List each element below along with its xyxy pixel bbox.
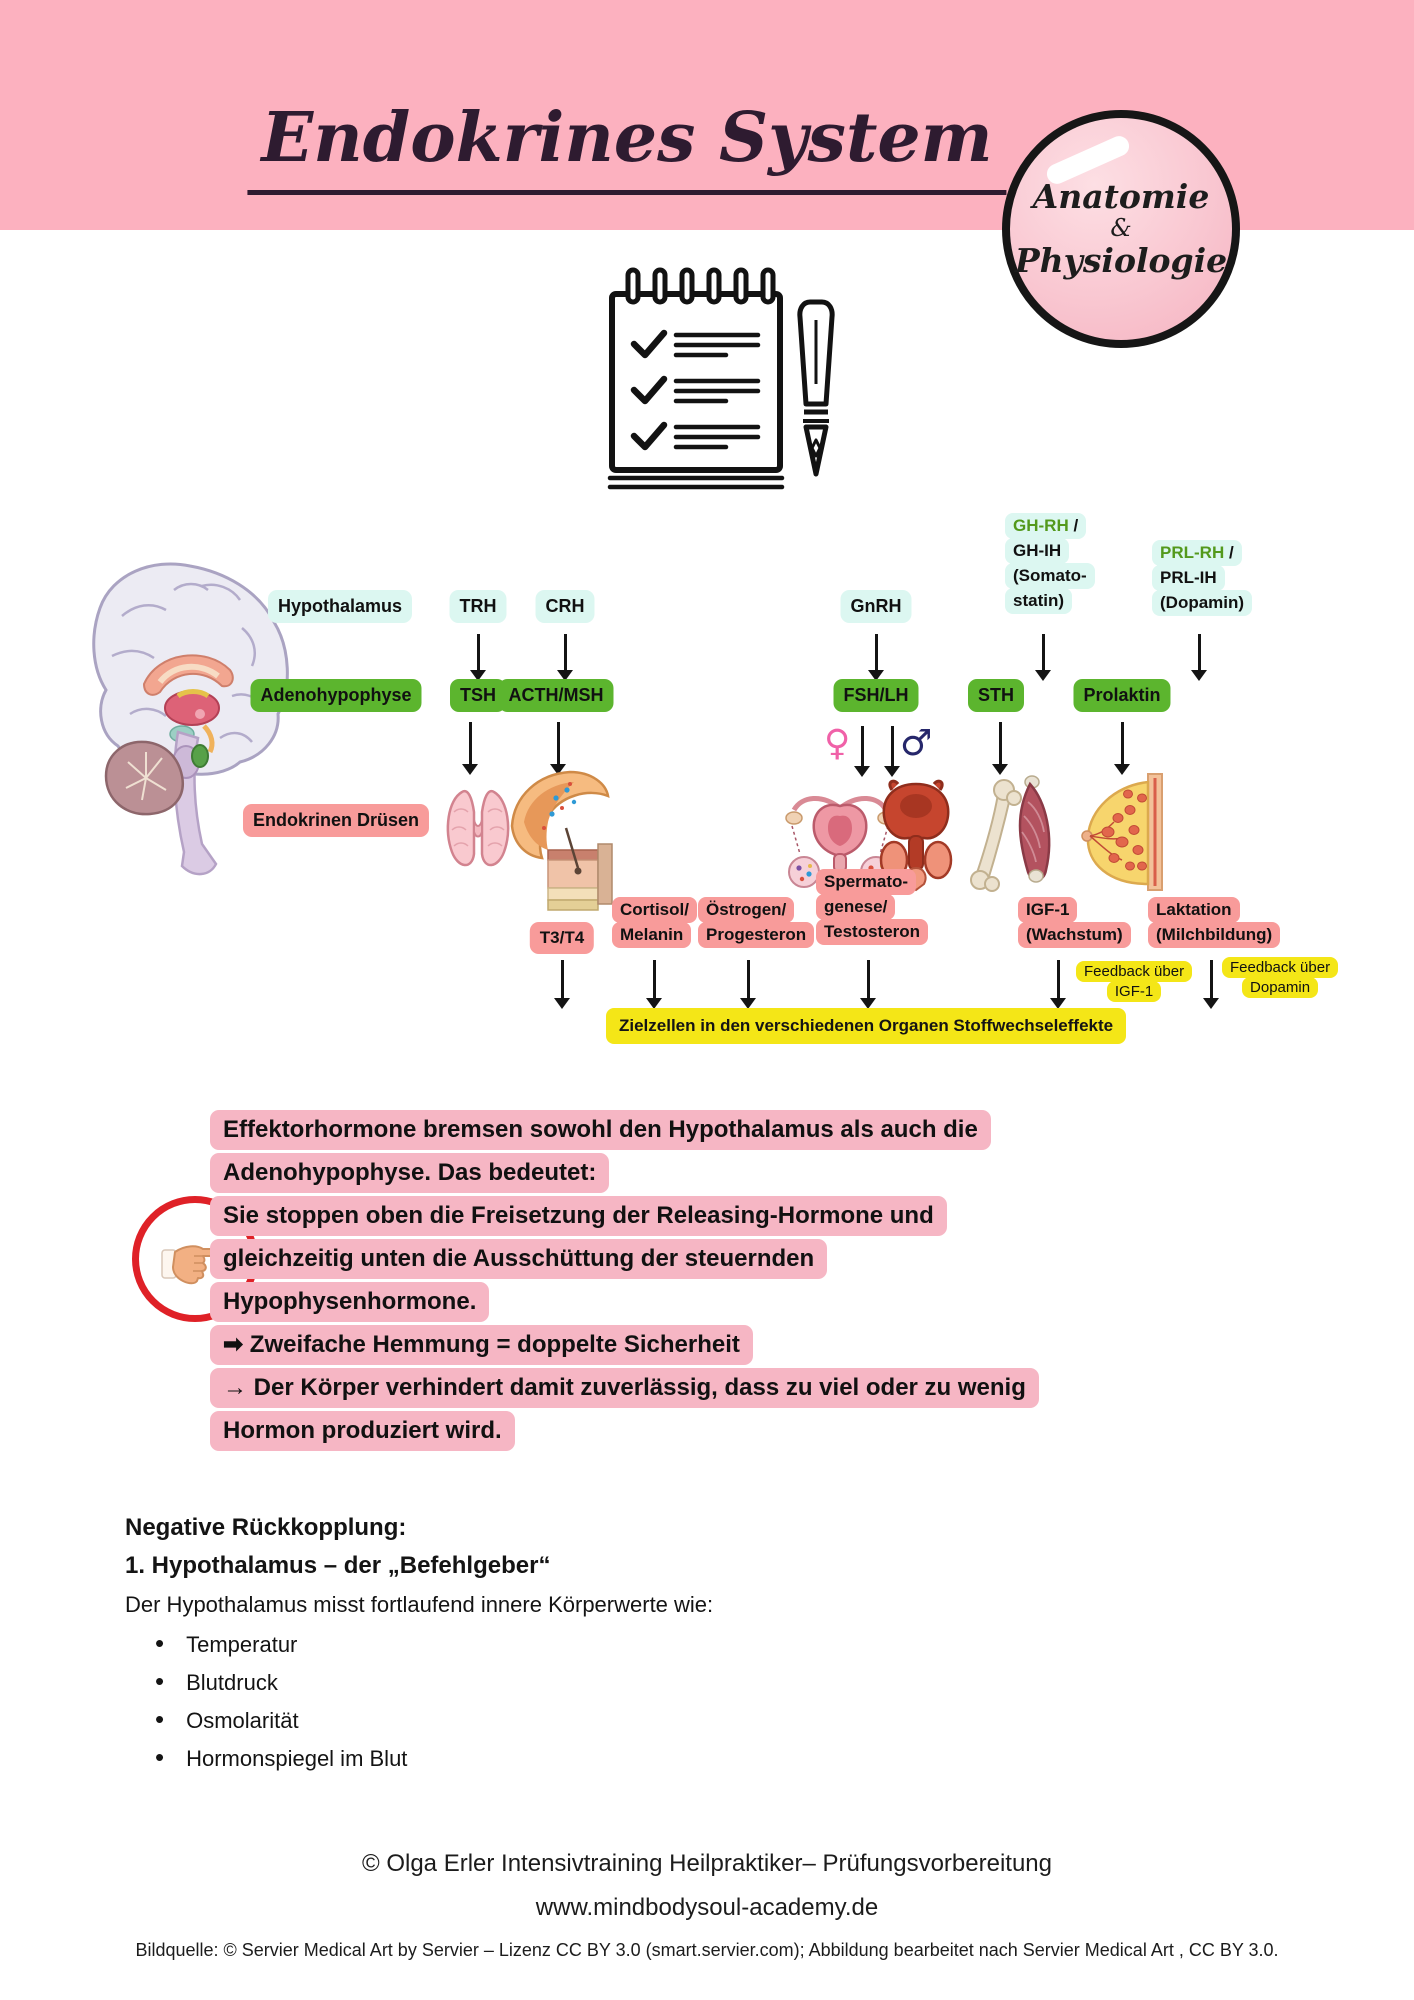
prlrh-slash: / [1228,543,1234,562]
footer-copyright: © Olga Erler Intensivtraining Heilprakti… [361,1850,1052,1877]
label-igf1-wachstum: IGF-1 (Wachstum) [1018,897,1131,948]
note-line: Hormon produziert wird. [210,1411,515,1451]
row-label-adenohypophyse: Adenohypophyse [250,679,422,712]
bone-and-muscle [970,775,1051,892]
badge-line-2: & [1110,214,1132,243]
ghrh-text: GH-RH [1013,516,1069,535]
somatostatin-line1: (Somato- [1005,563,1095,589]
anatomy-physiology-badge: Anatomie & Physiologie [1002,110,1240,348]
label-cortisol-melanin: Cortisol/ Melanin [612,897,697,948]
arrow-down [866,960,870,998]
feedback-note-dopamin: Feedback über Dopamin [1222,957,1339,998]
note-line: Effektorhormone bremsen sowohl den Hypot… [210,1110,991,1150]
label-ghrh-ghih: GH-RH / GH-IH (Somato- statin) [1005,513,1095,614]
label-oestrogen-progesteron: Östrogen/ Progesteron [698,897,815,948]
note-line: → Der Körper verhindert damit zuverlässi… [210,1368,1039,1408]
somatostatin-line2: statin) [1005,588,1072,614]
arrow-down [556,722,560,764]
list-item: Temperatur [155,1628,713,1666]
ghrh-slash: / [1073,516,1079,535]
prlrh-text: PRL-RH [1160,543,1225,562]
label-prolaktin: Prolaktin [1073,679,1171,712]
row-label-hypothalamus: Hypothalamus [267,590,413,623]
label-trh: TRH [449,590,507,623]
list-item: Osmolarität [155,1704,713,1742]
section-heading: Negative Rückkopplung: [125,1514,407,1541]
label-spermatogenese-testosteron: Spermato- genese/ Testosteron [816,869,929,945]
arrow-down [746,960,750,998]
badge-line-3: Physiologie [1014,240,1228,280]
arrow-down [560,960,564,998]
male-symbol: ♂ [900,723,933,764]
male-reproductive-organs [879,779,953,892]
thyroid-gland [446,789,510,867]
list-item: Blutdruck [155,1666,713,1704]
fountain-pen-icon [797,299,835,477]
arrow-down [874,634,878,670]
ghih-text: GH-IH [1005,538,1070,564]
note-line: ➡ Zweifache Hemmung = doppelte Sicherhei… [210,1325,753,1365]
feedback-note-igf1: Feedback über IGF-1 [1076,961,1193,1002]
arrow-down [1041,634,1045,670]
effector-note-block: Effektorhormone bremsen sowohl den Hypot… [210,1110,1039,1454]
dopamin-text: (Dopamin) [1152,590,1253,616]
label-fsh-lh: FSH/LH [833,679,919,712]
prlih-text: PRL-IH [1152,565,1225,591]
label-t3-t4: T3/T4 [529,922,595,954]
label-sth: STH [968,679,1024,712]
arrow-down [1197,634,1201,670]
section-intro: Der Hypothalamus misst fortlaufend inner… [125,1592,714,1617]
bullet-dot [155,1742,186,1773]
footer-website-url: www.mindbodysoul-academy.de [535,1894,879,1921]
arrow-down [468,722,472,764]
note-line: Hypophysenhormone. [210,1282,490,1322]
badge-line-1: Anatomie [1032,177,1210,217]
adrenal-gland-and-skin [510,770,613,911]
female-symbol: ♀ [824,723,851,764]
note-line: Adenohypophyse. Das bedeutet: [210,1153,610,1193]
label-prlrh-prlih: PRL-RH / PRL-IH (Dopamin) [1152,540,1253,616]
arrow-down [1120,722,1124,764]
mammary-gland [1081,773,1163,891]
arrow-down [563,634,567,670]
label-acth-msh: ACTH/MSH [498,679,614,712]
arrow-down [476,634,480,670]
target-cells-bar: Zielzellen in den verschiedenen Organen … [606,1008,1127,1044]
note-line: gleichzeitig unten die Ausschüttung der … [210,1239,828,1279]
label-laktation-milchbildung: Laktation (Milchbildung) [1148,897,1281,948]
row-label-endokrine-druesen: Endokrinen Drüsen [242,804,430,837]
image-source-credit: Bildquelle: © Servier Medical Art by Ser… [135,1940,1279,1960]
label-tsh: TSH [450,679,506,712]
negative-feedback-section: Negative Rückkopplung: 1. Hypothalamus –… [125,1514,713,1780]
label-crh: CRH [535,590,595,623]
bullet-dot [155,1628,186,1659]
arrow-down [860,726,864,766]
arrow-down [652,960,656,998]
note-line: Sie stoppen oben die Freisetzung der Rel… [210,1196,947,1236]
checklist-notepad-icon [607,267,835,490]
bullet-dot [155,1704,186,1735]
bullet-dot [155,1666,186,1697]
arrow-down [1056,960,1060,998]
arrow-down [890,726,894,766]
arrow-down [1209,960,1213,998]
bullet-list: Temperatur Blutdruck Osmolarität Hormons… [125,1628,713,1780]
section-subheading: 1. Hypothalamus – der „Befehlgeber“ [125,1552,551,1579]
brain-sagittal-illustration [92,562,289,876]
list-item: Hormonspiegel im Blut [155,1742,713,1780]
label-gnrh: GnRH [840,590,912,623]
arrow-down [998,722,1002,764]
page-title: Endokrines System [247,98,1007,195]
